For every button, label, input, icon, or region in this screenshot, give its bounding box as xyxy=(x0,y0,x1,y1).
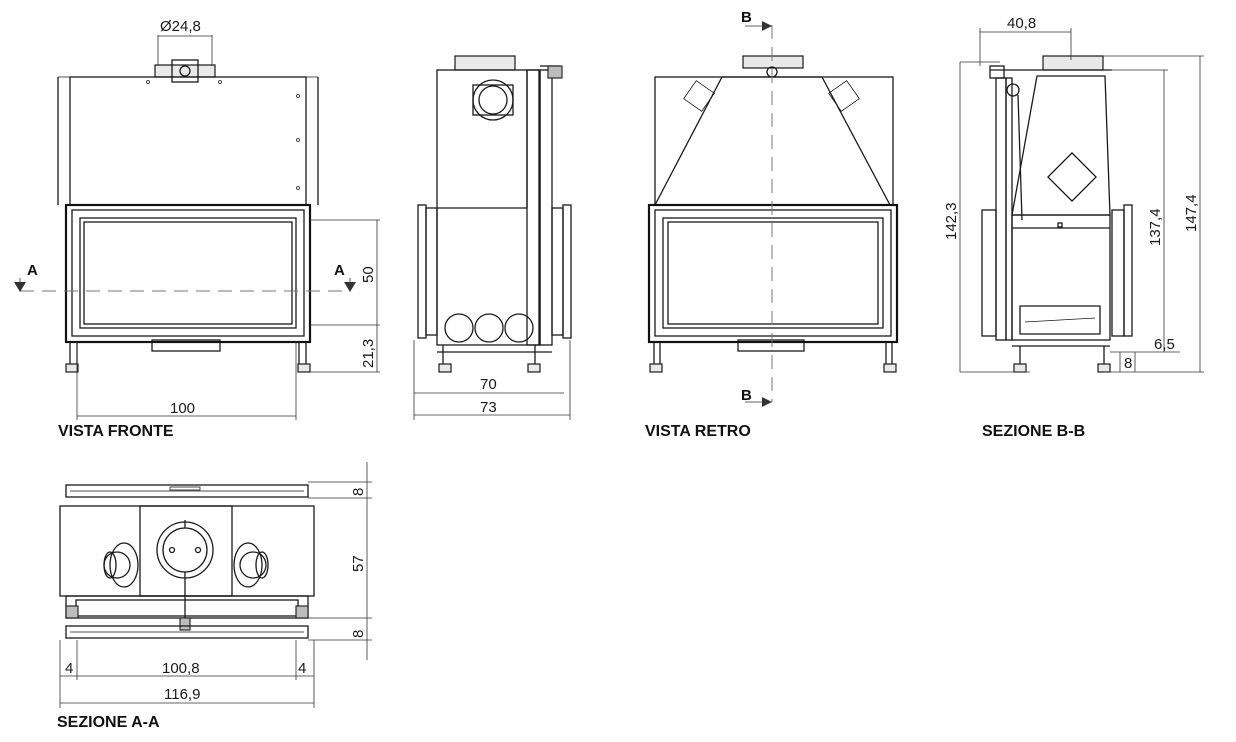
section-mark-a-right: A xyxy=(334,262,345,279)
dim-aa-total-width: 116,9 xyxy=(164,686,200,703)
caption-section-aa: SEZIONE A-A xyxy=(57,714,160,731)
dim-bb-bottom-offset: 6,5 xyxy=(1154,336,1175,353)
dim-aa-bottom-lip: 8 xyxy=(350,630,367,638)
dim-base-height: 21,3 xyxy=(360,339,377,368)
dim-side-depth-outer: 73 xyxy=(480,399,497,416)
dim-aa-side-right: 4 xyxy=(298,660,306,677)
dim-bb-height-total: 147,4 xyxy=(1183,194,1200,232)
front-view: A A Ø24,8 50 21,3 100 VISTA FRONTE xyxy=(14,18,380,440)
dim-aa-side-left: 4 xyxy=(65,660,73,677)
dim-aa-depth: 57 xyxy=(350,555,367,572)
caption-section-bb: SEZIONE B-B xyxy=(982,423,1085,440)
dim-side-depth-inner: 70 xyxy=(480,376,497,393)
dim-aa-inner-width: 100,8 xyxy=(162,660,200,677)
section-bb-view: 40,8 142,3 137,4 147,4 6,5 8 SEZIONE B-B xyxy=(943,15,1204,440)
section-mark-b-bottom: B xyxy=(741,387,752,404)
section-mark-a-left: A xyxy=(27,262,38,279)
dim-glass-height: 50 xyxy=(360,266,377,283)
dim-bb-height-left: 142,3 xyxy=(943,202,960,240)
section-mark-b-top: B xyxy=(741,9,752,26)
dim-flue-diameter: Ø24,8 xyxy=(160,18,201,35)
dim-front-width: 100 xyxy=(170,400,195,417)
section-aa-view: 8 57 8 4 100,8 4 116,9 SEZIONE A-A xyxy=(57,462,372,731)
caption-front-view: VISTA FRONTE xyxy=(58,423,174,440)
back-view: B B VISTA RETRO xyxy=(645,9,899,440)
side-view: 70 73 xyxy=(413,55,572,420)
dim-bb-top-depth: 40,8 xyxy=(1007,15,1036,32)
dim-bb-height-mid: 137,4 xyxy=(1147,208,1164,246)
dim-bb-bottom-gap: 8 xyxy=(1124,355,1132,372)
caption-back-view: VISTA RETRO xyxy=(645,423,751,440)
dim-aa-top-lip: 8 xyxy=(350,488,367,496)
